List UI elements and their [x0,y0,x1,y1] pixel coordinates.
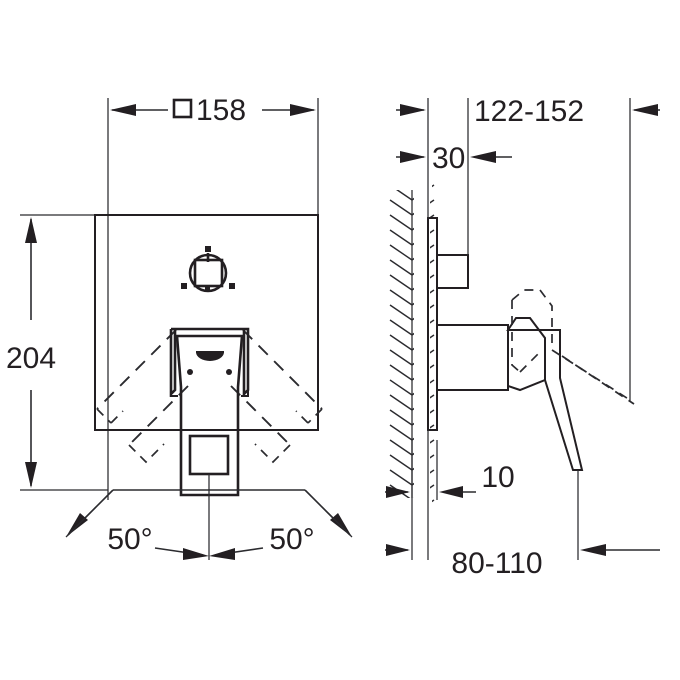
angle-indicators: 50° 50° [65,489,353,560]
width-extension-lines [107,98,319,500]
diverter-index-dot-left [181,283,187,289]
front-view: 158 204 [6,94,353,560]
diverter-index-dot-top [205,246,211,252]
dimension-height-204: 204 [6,217,56,488]
lever-handle-raised-dashed [511,289,635,405]
side-section-view: 122-152 30 10 80-110 [372,95,660,580]
diverter-knob-profile [436,254,469,289]
dimension-depth-122-152: 122-152 [396,95,660,128]
faceplate-outline [94,214,319,431]
diverter-knob [181,246,235,293]
handle-dot-left [187,369,193,375]
dimension-width-158: 158 [110,94,316,127]
height-extension-lines [20,214,108,491]
handle-dot-right [226,369,232,375]
swing-outline-left [96,329,189,464]
lever-handle-side [506,317,584,471]
side-extension-lines [411,98,631,560]
dimension-knob-projection-30: 30 [396,142,512,175]
angle-left-value: 50° [107,523,152,556]
dimension-plate-thickness-10: 10 [385,461,515,498]
dimension-handle-range-80-110: 80-110 [385,544,660,580]
swing-outline-right [230,329,323,464]
dimension-plate-thickness-value: 10 [481,461,514,494]
angle-right-value: 50° [269,523,314,556]
faceplate-profile [427,217,438,431]
dimension-handle-range-value: 80-110 [451,547,542,580]
dimension-depth-value: 122-152 [474,95,584,128]
diverter-index-dot-bottom [205,287,210,292]
dimension-knob-projection-value: 30 [432,142,465,175]
diverter-index-dot-right [229,283,235,289]
dimension-height-value: 204 [6,342,56,375]
dimension-width-value: 158 [196,94,246,127]
wall-hatching [372,160,435,538]
